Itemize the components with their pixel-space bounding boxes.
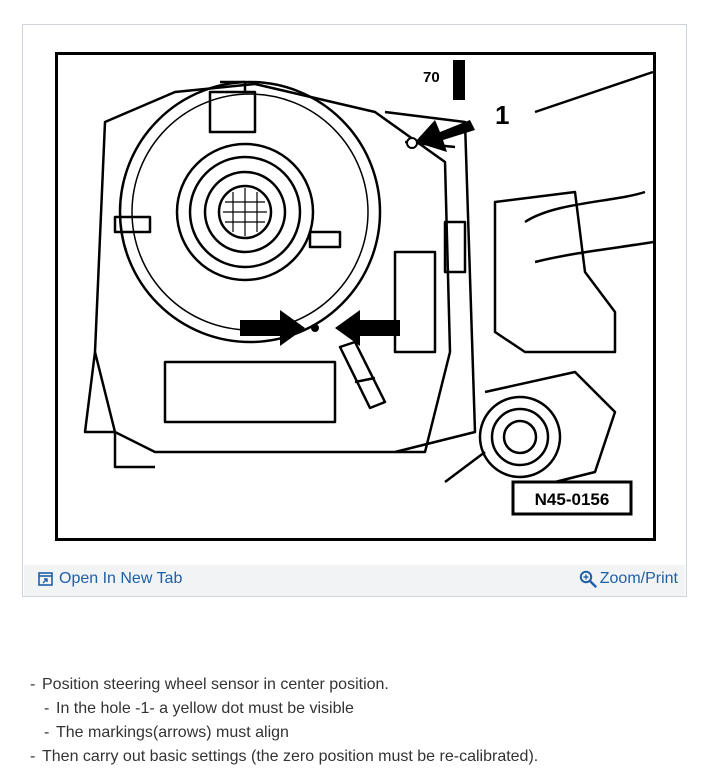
- instruction-text: Then carry out basic settings (the zero …: [42, 748, 539, 765]
- list-dash: -: [30, 748, 36, 765]
- zoom-print-label: Zoom/Print: [599, 570, 678, 587]
- instruction-text: The markings(arrows) must align: [56, 724, 289, 741]
- hole-callout-label: 1: [495, 100, 509, 130]
- instruction-item: -Then carry out basic settings (the zero…: [30, 745, 538, 769]
- zoom-print-link[interactable]: Zoom/Print: [579, 570, 678, 588]
- steering-sensor-diagram: 1 70 N45-0156: [55, 52, 656, 541]
- instruction-item: -Position steering wheel sensor in cente…: [30, 673, 538, 697]
- instruction-subitem: -In the hole -1- a yellow dot must be vi…: [30, 697, 538, 721]
- open-new-tab-icon: [38, 572, 53, 586]
- list-dash: -: [44, 700, 50, 717]
- instruction-text: Position steering wheel sensor in center…: [42, 676, 389, 693]
- figure-card: 1 70 N45-0156 Open In New Tab Zoom/Print: [22, 24, 687, 597]
- instruction-subitem: -The markings(arrows) must align: [30, 721, 538, 745]
- instruction-text: In the hole -1- a yellow dot must be vis…: [56, 700, 354, 717]
- list-dash: -: [44, 724, 50, 741]
- scale-marking-label: 70: [423, 69, 440, 86]
- list-dash: -: [30, 676, 36, 693]
- magnifier-icon: [579, 570, 597, 588]
- instruction-list: -Position steering wheel sensor in cente…: [30, 673, 538, 769]
- figure-footer: Open In New Tab Zoom/Print: [24, 565, 685, 596]
- open-in-new-tab-label: Open In New Tab: [59, 570, 183, 587]
- part-number-label: N45-0156: [535, 490, 610, 509]
- open-in-new-tab-link[interactable]: Open In New Tab: [38, 570, 182, 588]
